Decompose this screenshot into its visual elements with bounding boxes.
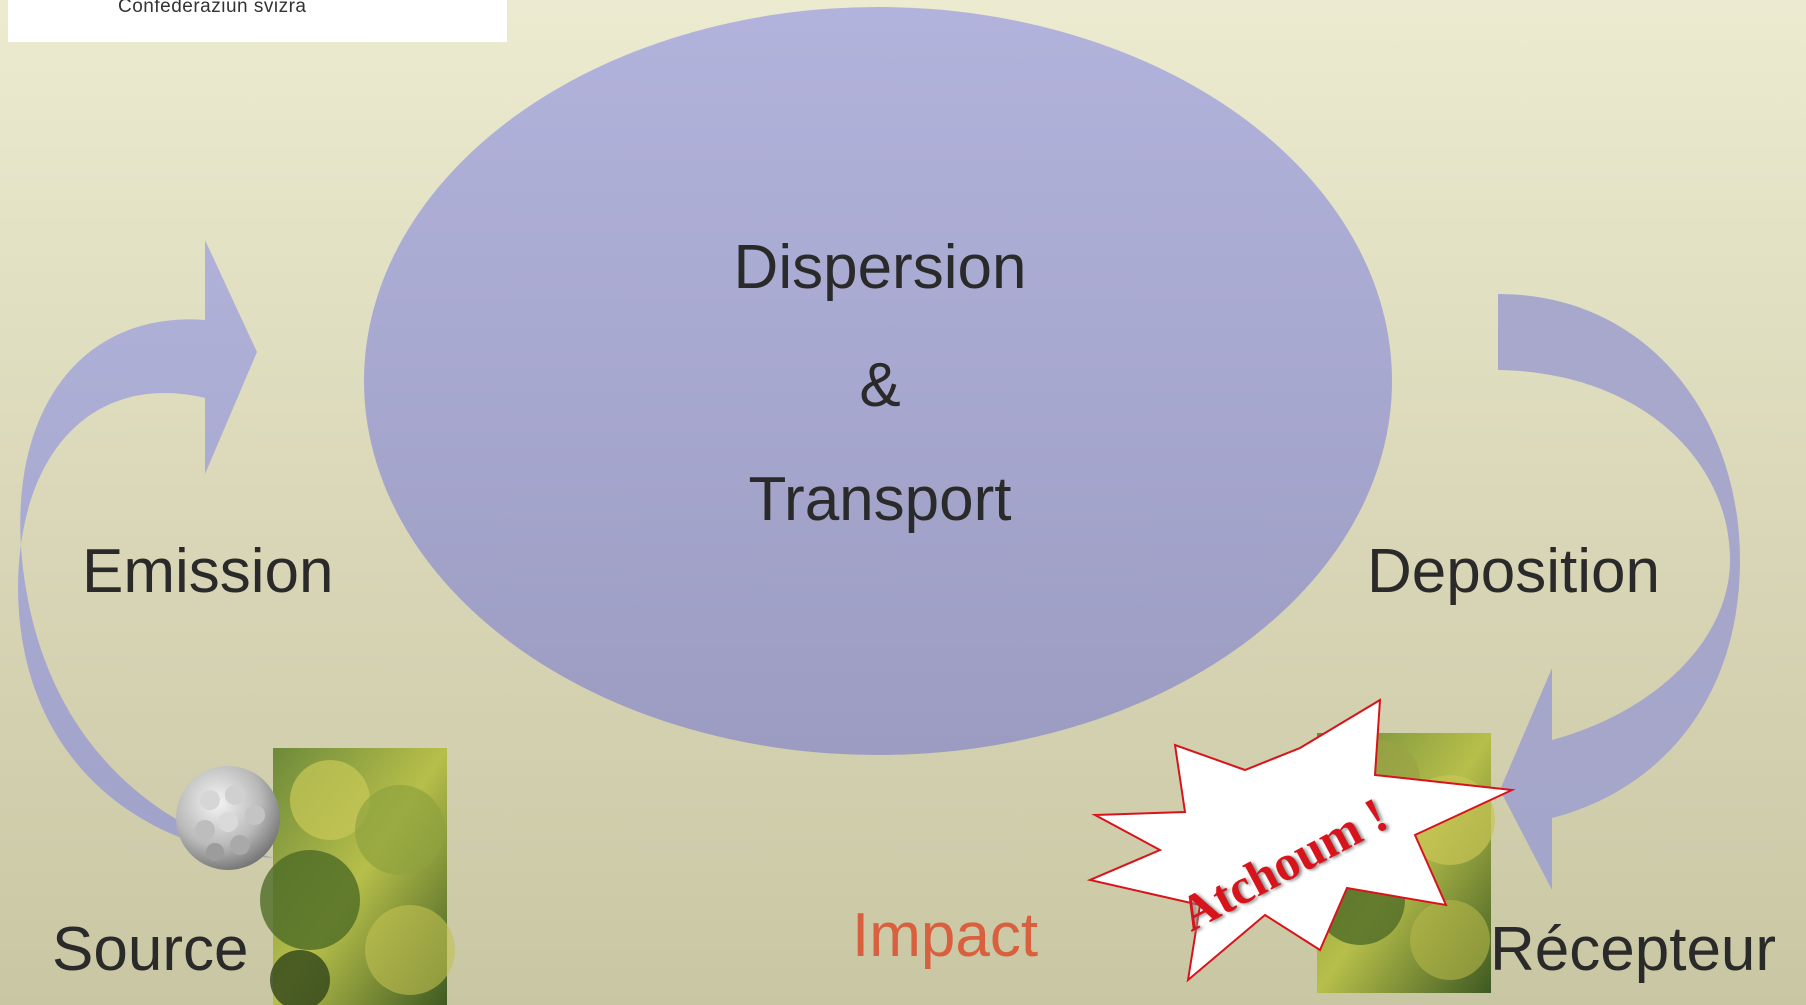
atchoum-burst xyxy=(1086,698,1516,983)
source-label: Source xyxy=(52,915,249,984)
deposition-arrow xyxy=(1498,294,1740,890)
impact-label: Impact xyxy=(852,901,1039,970)
logo-text: Confederaziun svizra xyxy=(118,0,307,17)
dispersion-ellipse xyxy=(364,7,1392,755)
deposition-label: Deposition xyxy=(1367,537,1660,606)
source-plant-photo xyxy=(260,748,455,1005)
transport-text: Transport xyxy=(748,465,1012,534)
dispersion-text: Dispersion xyxy=(733,233,1027,302)
emission-arrow xyxy=(18,240,275,858)
ampersand-text: & xyxy=(859,351,901,420)
pollen-grain-icon xyxy=(176,766,280,870)
emission-label: Emission xyxy=(82,537,334,606)
recepteur-label: Récepteur xyxy=(1490,915,1777,984)
swiss-confederation-logo: Confederaziun svizra xyxy=(8,0,507,42)
